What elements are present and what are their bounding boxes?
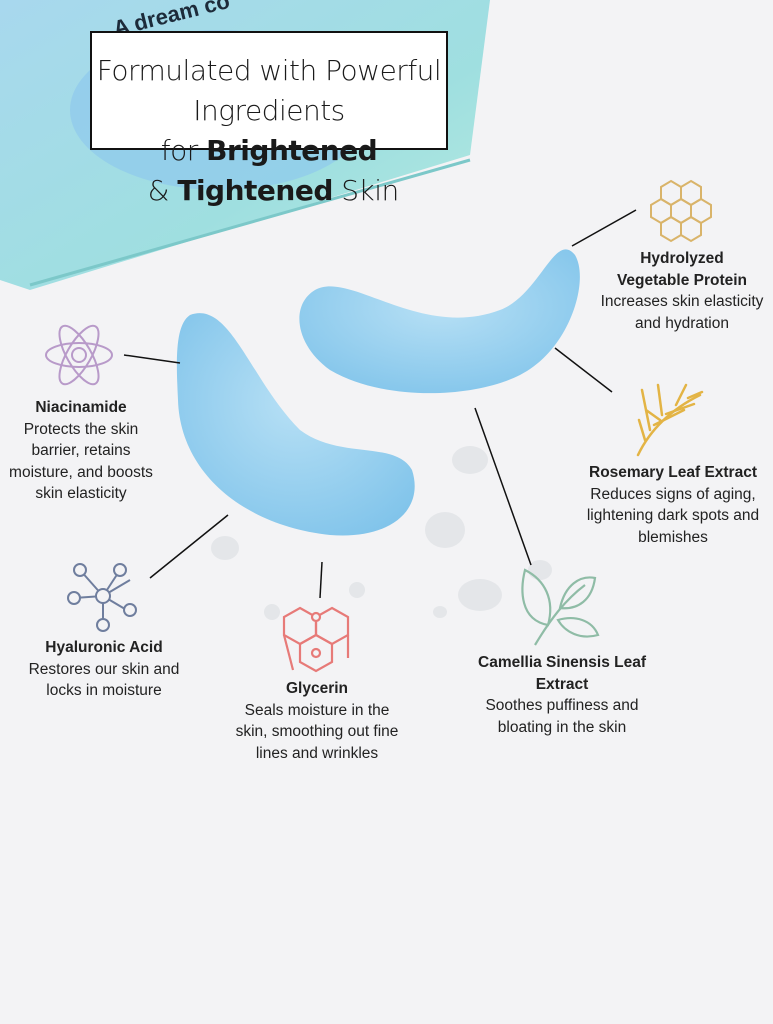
ingredient-niacinamide: Niacinamide Protects the skin barrier, r… bbox=[2, 397, 160, 505]
serum-drops bbox=[211, 446, 552, 620]
hexagon-molecule-icon bbox=[282, 606, 350, 673]
ingredient-name: Hyaluronic Acid bbox=[45, 639, 163, 656]
headline-line-1: Formulated with Powerful Ingredients bbox=[96, 54, 442, 127]
leader-lines bbox=[123, 209, 637, 599]
headline-text: for bbox=[160, 134, 207, 167]
ingredient-description: Restores our skin and locks in moisture bbox=[28, 660, 180, 700]
ingredient-name: Glycerin bbox=[285, 680, 349, 697]
ingredient-hydrolyzed-vegetable-protein: Hydrolyzed Vegetable Protein Increases s… bbox=[594, 248, 770, 334]
ingredient-name: Camellia Sinensis Leaf Extract bbox=[478, 654, 646, 693]
headline-bold-tightened: Tightened bbox=[177, 174, 333, 207]
ingredient-description: Seals moisture in the skin, smoothing ou… bbox=[235, 701, 399, 762]
atom-icon bbox=[45, 324, 113, 386]
ingredient-description: Soothes puffiness and bloating in the sk… bbox=[485, 697, 639, 736]
ingredient-hyaluronic-acid: Hyaluronic Acid Restores our skin and lo… bbox=[18, 637, 190, 702]
headline-text: Skin bbox=[332, 174, 399, 207]
rosemary-icon bbox=[636, 383, 704, 457]
ingredient-description: Increases skin elasticity and hydration bbox=[600, 293, 764, 332]
ingredient-rosemary-leaf-extract: Rosemary Leaf Extract Reduces signs of a… bbox=[578, 462, 768, 548]
leaf-icon bbox=[521, 568, 600, 646]
ingredient-name: Niacinamide bbox=[35, 399, 127, 416]
eye-patches bbox=[176, 249, 580, 536]
ingredient-description: Reduces signs of aging, lightening dark … bbox=[586, 485, 760, 546]
headline-bold-brightened: Brightened bbox=[206, 134, 378, 167]
headline-line-2: for Brightened & Tightened Skin bbox=[92, 131, 446, 211]
ingredient-name: Hydrolyzed Vegetable Protein bbox=[616, 250, 748, 289]
ingredient-camellia-sinensis-leaf-extract: Camellia Sinensis Leaf Extract Soothes p… bbox=[474, 652, 650, 738]
molecule-icon bbox=[67, 563, 137, 632]
ingredient-description: Protects the skin barrier, retains moist… bbox=[9, 420, 153, 503]
headline-box: Formulated with Powerful Ingredients for… bbox=[90, 31, 448, 207]
honeycomb-icon bbox=[650, 179, 712, 243]
headline-text: & bbox=[139, 174, 178, 207]
ingredient-name: Rosemary Leaf Extract bbox=[589, 464, 757, 481]
ingredient-glycerin: Glycerin Seals moisture in the skin, smo… bbox=[234, 678, 400, 764]
